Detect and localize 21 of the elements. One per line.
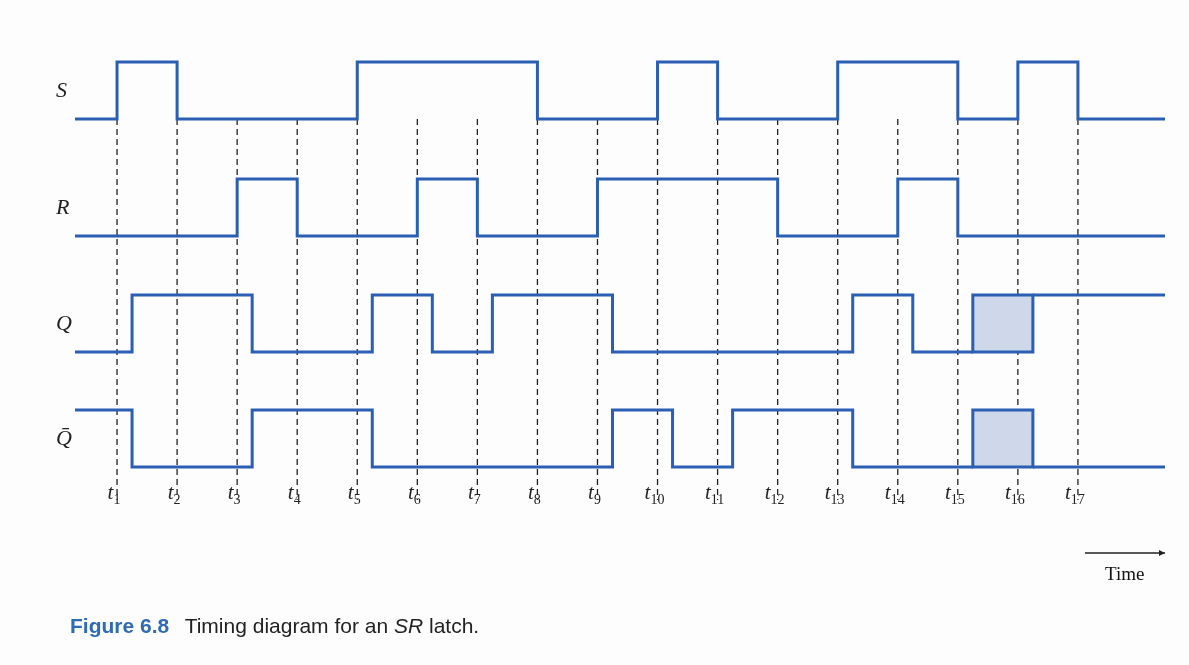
time-tick-label: t$_{8}$: [528, 480, 541, 508]
time-tick-label: t$_{2}$: [167, 480, 181, 508]
time-tick-label: t$_{1}$: [107, 480, 121, 508]
time-tick-label: t$_{17}$: [1065, 480, 1085, 508]
time-tick-label: t$_{11}$: [704, 480, 725, 508]
time-tick-label: t$_{5}$: [347, 480, 361, 508]
time-tick-label: t$_{14}$: [884, 480, 905, 508]
time-tick-label: t$_{13}$: [824, 480, 845, 508]
time-tick-label: t$_{10}$: [644, 480, 665, 508]
time-tick-label: t$_{6}$: [407, 480, 421, 508]
signal-name: S: [56, 76, 67, 103]
signal-name: Q: [56, 309, 72, 336]
time-tick-label: t$_{4}$: [287, 480, 301, 508]
signal-name: R: [56, 193, 70, 220]
time-tick-label: t$_{3}$: [227, 480, 241, 508]
time-tick-label: t$_{15}$: [944, 480, 965, 508]
time-tick-label: t$_{16}$: [1004, 480, 1025, 508]
time-tick-label: t$_{12}$: [764, 480, 785, 508]
figure-caption: Figure 6.8 Timing diagram for an SR latch.: [70, 614, 480, 638]
axis-label: Time: [1105, 563, 1145, 585]
signal-name: Q̄: [56, 424, 72, 451]
